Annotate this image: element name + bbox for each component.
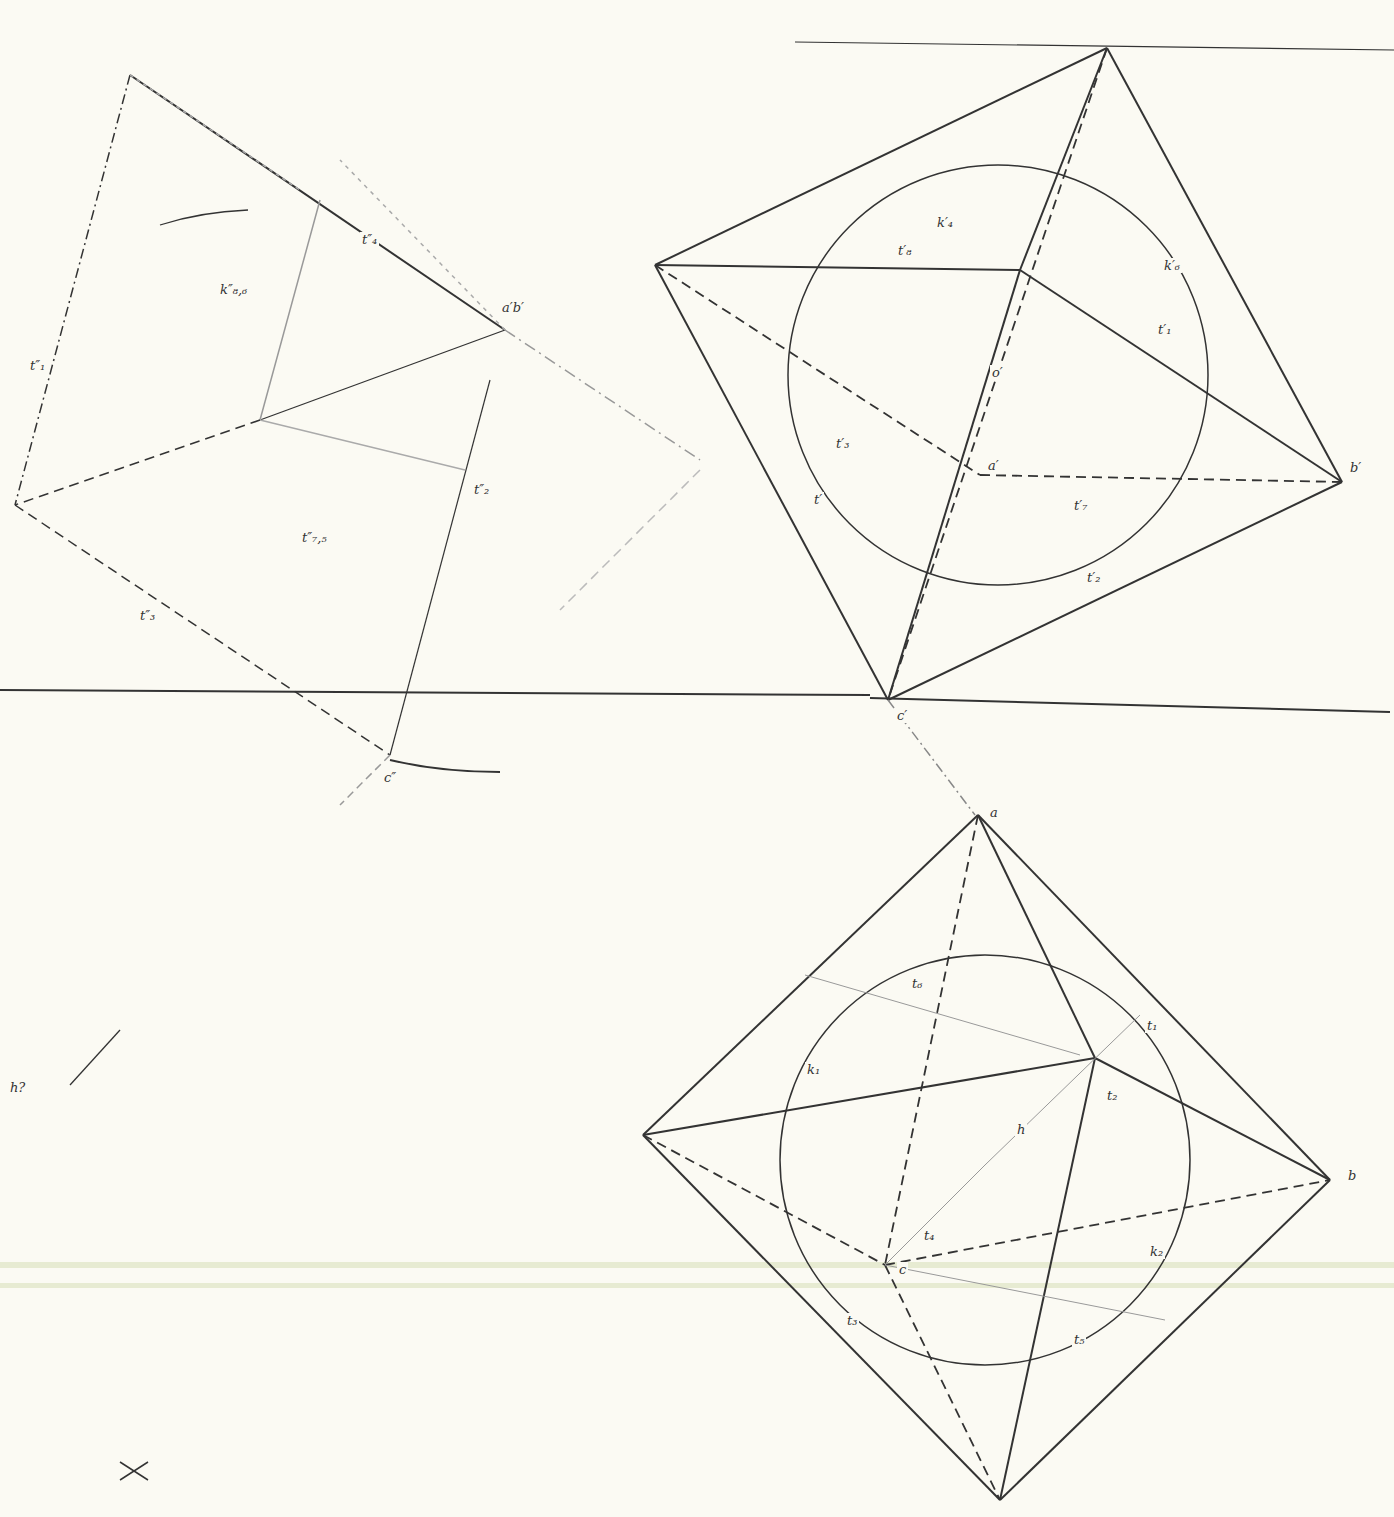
- point-label: k′₄: [935, 215, 955, 230]
- point-label: c: [897, 1262, 908, 1277]
- point-label: k″₈,₆: [218, 282, 249, 297]
- point-label: t′₁: [1156, 322, 1173, 337]
- point-label: t′: [812, 492, 824, 507]
- point-label: t″₁: [28, 358, 47, 373]
- point-label: h: [1015, 1122, 1027, 1137]
- point-label: t′₃: [834, 436, 851, 451]
- point-label: b′: [1348, 460, 1363, 475]
- point-label: t″₂: [472, 482, 491, 497]
- point-label: k₁: [805, 1062, 822, 1077]
- point-label: t″₇,₅: [300, 530, 329, 545]
- point-label: a′b′: [500, 300, 526, 315]
- point-label: a: [988, 805, 1000, 820]
- point-label: t₆: [910, 976, 924, 991]
- point-label: t′₂: [1085, 570, 1102, 585]
- point-label: c″: [382, 770, 398, 785]
- point-label: t″₃: [138, 608, 157, 623]
- point-label: k′₆: [1162, 258, 1182, 273]
- point-label: t′₇: [1072, 498, 1089, 513]
- point-label: o′: [990, 365, 1005, 380]
- point-label: t′₈: [896, 243, 913, 258]
- point-label: k₂: [1148, 1244, 1165, 1259]
- point-label: t₃: [845, 1313, 859, 1328]
- point-label: a′: [986, 458, 1001, 473]
- point-label: t₅: [1072, 1332, 1086, 1347]
- point-label: b: [1346, 1168, 1358, 1183]
- point-label: c′: [895, 708, 909, 723]
- point-label: t₁: [1145, 1018, 1159, 1033]
- point-label: h?: [8, 1080, 27, 1095]
- point-label: t₄: [922, 1228, 936, 1243]
- point-label: t₂: [1105, 1088, 1119, 1103]
- point-label: t″₄: [360, 232, 379, 247]
